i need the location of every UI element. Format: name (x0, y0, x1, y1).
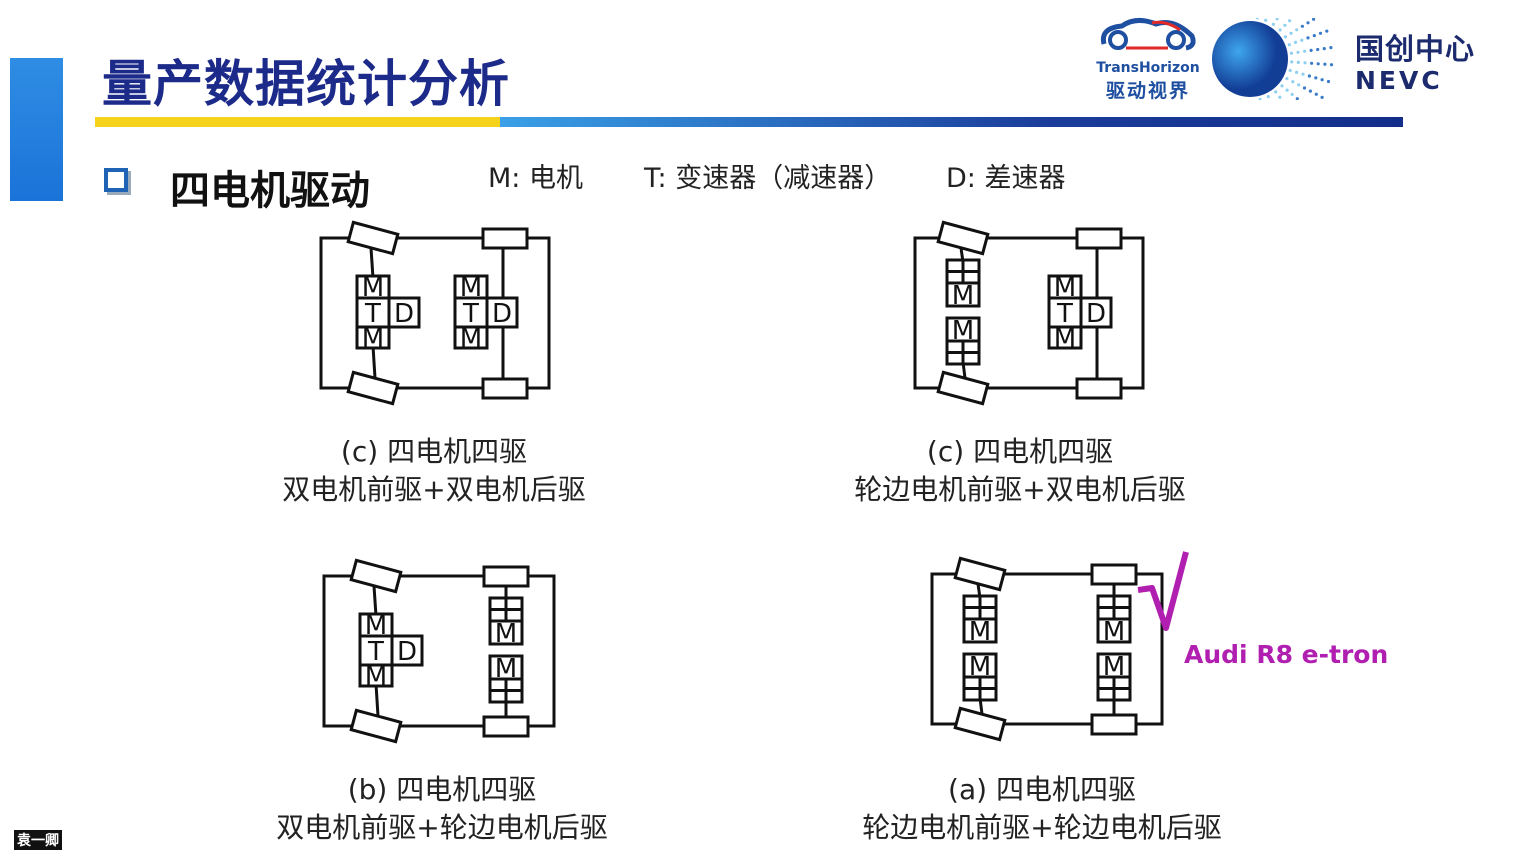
front-wheel (349, 708, 403, 744)
vehicle-frame (322, 574, 556, 728)
motor-label: M (1103, 617, 1125, 647)
motor-label: M (362, 273, 384, 303)
vehicle-frame (319, 236, 551, 390)
front-wheel (953, 706, 1007, 742)
title-underline-yellow (95, 117, 503, 127)
legend-transmission: T: 变速器（减速器） (644, 163, 892, 194)
audi-annotation: Audi R8 e-tron (1184, 640, 1389, 669)
transhorizon-logo: TransHorizon 驱动视界 (1096, 14, 1200, 103)
differential-box (1079, 296, 1113, 329)
rear-wheel (481, 227, 529, 250)
differential-label: D (397, 637, 417, 667)
nevc-wordmark: 国创中心 NEVC (1355, 32, 1476, 95)
author-tag: 袁一卿 (14, 830, 62, 850)
motor-label: M (365, 662, 387, 692)
checkmark-icon (1137, 551, 1189, 631)
hub-motor-box (945, 281, 981, 308)
front-wheel (346, 220, 400, 256)
diagram-caption: (c) 四电机四驱轮边电机前驱+双电机后驱 (854, 435, 1186, 506)
differential-label: D (492, 299, 512, 329)
motor-box (358, 663, 394, 688)
motor-label: M (969, 617, 991, 647)
vehicle-frame (913, 236, 1145, 390)
section-title: 四电机驱动 (170, 168, 370, 214)
motor-label: M (460, 324, 482, 354)
diagram-caption: (b) 四电机四驱双电机前驱+轮边电机后驱 (276, 773, 608, 844)
differential-label: D (394, 299, 414, 329)
diagram-caption: (a) 四电机四驱轮边电机前驱+轮边电机后驱 (862, 773, 1222, 844)
motor-label: M (952, 316, 974, 346)
motor-label: M (365, 611, 387, 641)
rear-wheel (481, 377, 529, 400)
rear-wheel (482, 565, 530, 588)
title-underline-blue (500, 117, 1403, 127)
rear-wheel (1075, 377, 1123, 400)
bullet-square-icon (104, 168, 128, 192)
legend-differential: D: 差速器 (946, 163, 1066, 194)
front-wheel (936, 370, 990, 406)
transmission-label: T (364, 299, 381, 329)
rear-wheel (482, 715, 530, 738)
motor-label: M (1054, 273, 1076, 303)
front-wheel (349, 558, 403, 594)
diagram-caption: (c) 四电机四驱双电机前驱+双电机后驱 (282, 435, 586, 506)
hub-motor-box (1096, 617, 1132, 644)
differential-box (485, 296, 519, 329)
differential-box (387, 296, 421, 329)
motor-label: M (460, 273, 482, 303)
rear-wheel (1090, 713, 1138, 736)
front-wheel (953, 556, 1007, 592)
motor-box (453, 325, 489, 350)
motor-label: M (362, 324, 384, 354)
hub-motor-box (962, 617, 998, 644)
motor-label: M (495, 654, 517, 684)
transmission-label: T (367, 637, 384, 667)
motor-label: M (952, 281, 974, 311)
car-cloud-icon (1100, 18, 1196, 51)
rear-wheel (1090, 563, 1138, 586)
motor-label: M (1054, 324, 1076, 354)
motor-label: M (1103, 652, 1125, 682)
legend-motor: M: 电机 (488, 163, 583, 194)
slide-title: 量产数据统计分析 (102, 55, 510, 113)
motor-box (355, 325, 391, 350)
transmission-label: T (1056, 299, 1073, 329)
motor-box (1047, 325, 1083, 350)
hub-motor-box (488, 619, 524, 646)
vehicle-frame (930, 572, 1164, 726)
motor-label: M (969, 652, 991, 682)
front-wheel (346, 370, 400, 406)
differential-label: D (1086, 299, 1106, 329)
transmission-label: T (462, 299, 479, 329)
transmission-box (358, 634, 394, 667)
motor-label: M (495, 619, 517, 649)
differential-box (390, 634, 424, 667)
front-wheel (936, 220, 990, 256)
side-accent-bar (10, 58, 63, 201)
rear-wheel (1075, 227, 1123, 250)
